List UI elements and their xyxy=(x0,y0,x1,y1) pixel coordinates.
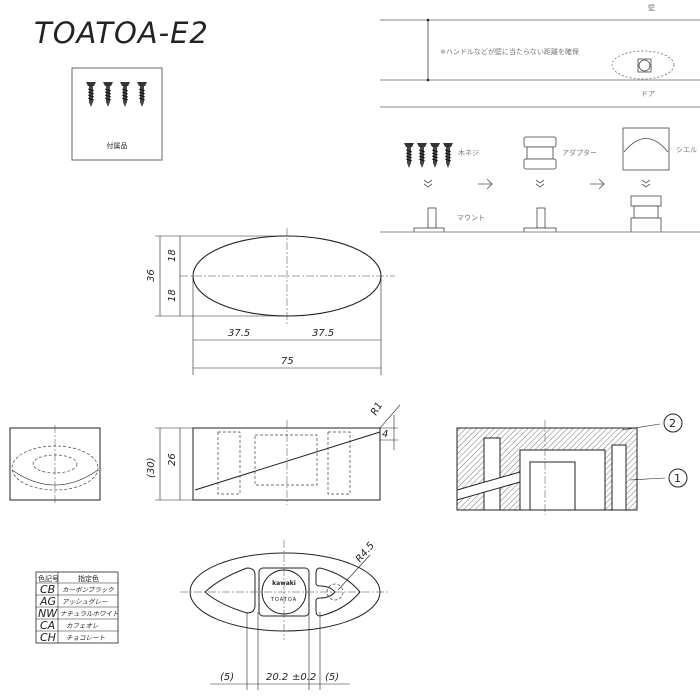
install-diagram: 壁 ※ハンドルなどが壁に当たらない距離を確保 ドア 木ネジ アダプター シエル xyxy=(380,3,700,233)
color-table: 色記号 指定色 CB カーボンブラック AG アッシュグレー NW ナチュラルホ… xyxy=(35,571,119,644)
screw-icon xyxy=(403,142,415,169)
drawing-title: TOATOA-E2 xyxy=(34,16,209,50)
radius-label: R4.5 xyxy=(354,540,377,565)
adapter-label: アダプター xyxy=(562,148,597,157)
screw-icon xyxy=(85,81,97,108)
dim-half-width: 37.5 xyxy=(228,328,250,339)
color-name: カーボンブラック xyxy=(62,586,114,594)
dim-total-height: (30) xyxy=(146,457,157,478)
balloon-1: 1 xyxy=(674,472,681,485)
bottom-view: kawaki TOATOA R4.5 (5) 20.2 ±0.2 (5) xyxy=(180,540,390,690)
clearance-note: ※ハンドルなどが壁に当たらない距離を確保 xyxy=(440,47,579,56)
color-name: カフェオレ xyxy=(66,622,99,630)
door-label: ドア xyxy=(641,90,655,98)
table-header: 指定色 xyxy=(78,574,99,583)
screw-icon xyxy=(442,142,454,169)
color-code: CB xyxy=(40,583,55,596)
dim-slope: 4 xyxy=(382,429,388,440)
side-view: (30) 26 R1 4 xyxy=(146,400,401,505)
mount-label: マウント xyxy=(457,214,485,222)
dim-half-height: 18 xyxy=(167,249,178,262)
dim-tolerance: ±0.2 xyxy=(292,672,316,683)
dim-half-height: 18 xyxy=(167,289,178,302)
color-name: アッシュグレー xyxy=(62,598,108,606)
dim-height: 26 xyxy=(167,453,178,466)
screw-icon xyxy=(136,81,148,108)
color-name: ナチュラルホワイト xyxy=(60,610,119,618)
screw-label: 木ネジ xyxy=(458,148,479,157)
screw-icon xyxy=(102,81,114,108)
top-view: 36 18 18 37.5 37.5 75 xyxy=(146,228,395,375)
color-code: NW xyxy=(38,607,58,620)
color-code: AG xyxy=(39,595,56,608)
dim-width: 75 xyxy=(281,356,294,367)
dim-height: 36 xyxy=(146,269,157,282)
assembled-icon xyxy=(630,195,662,233)
accessories-label: 付属品 xyxy=(107,141,128,150)
wall-label: 壁 xyxy=(648,3,655,12)
mount-icon xyxy=(413,207,557,233)
dim-left: (5) xyxy=(220,672,234,683)
radius-label: R1 xyxy=(369,400,385,417)
color-name: チョコレート xyxy=(66,634,106,642)
end-view xyxy=(9,425,101,503)
section-view: 2 1 xyxy=(456,413,688,515)
chevron-down-icon xyxy=(423,179,651,188)
screw-icon xyxy=(416,142,428,169)
screw-icon xyxy=(429,142,441,169)
screw-icon xyxy=(119,81,131,108)
dim-right: (5) xyxy=(325,672,339,683)
color-code: CA xyxy=(40,619,55,632)
dim-half-width: 37.5 xyxy=(312,328,334,339)
arrow-right-icon xyxy=(478,178,605,190)
accessories-box: 付属品 xyxy=(71,67,163,161)
shell-label: シエル xyxy=(676,146,697,154)
shell-icon xyxy=(622,127,670,171)
dim-center: 20.2 xyxy=(266,672,288,683)
table-header: 色記号 xyxy=(38,574,59,583)
balloon-2: 2 xyxy=(669,417,676,430)
logo-text: TOATOA xyxy=(270,597,297,603)
adapter-icon xyxy=(523,136,557,170)
color-code: CH xyxy=(40,631,56,644)
